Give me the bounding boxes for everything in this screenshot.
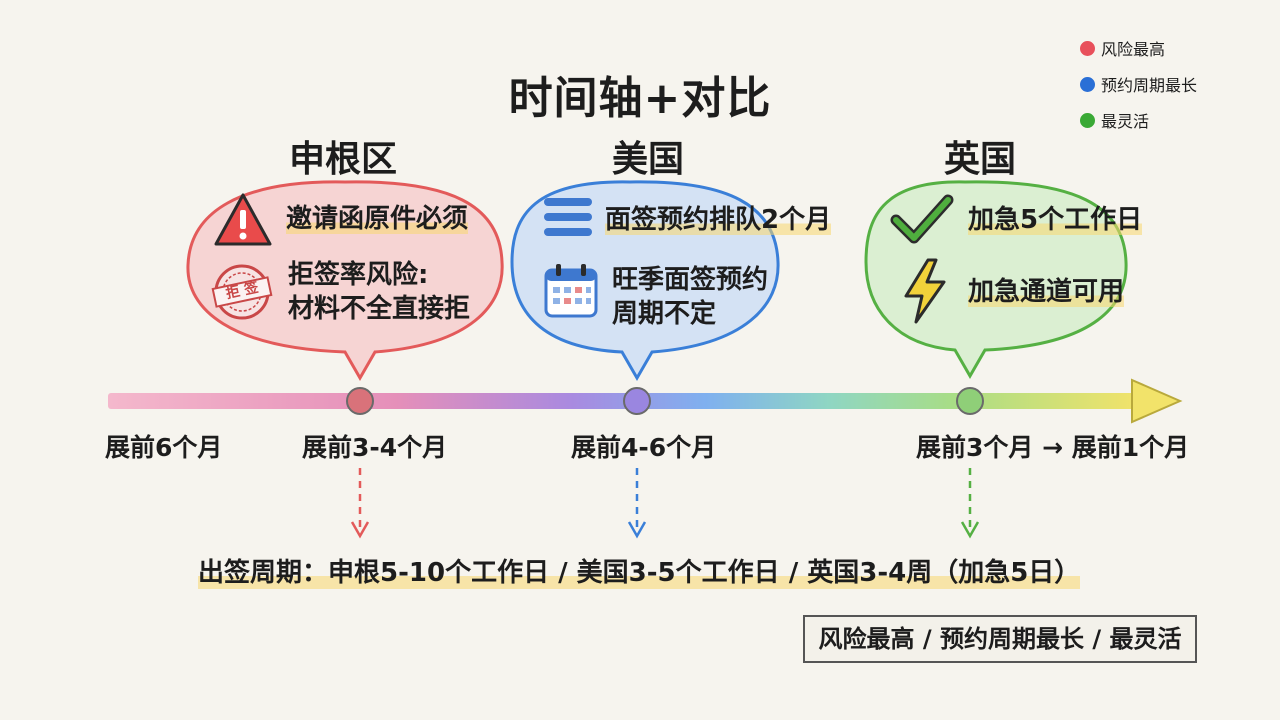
legend-label: 最灵活 [1101,112,1150,131]
timeline-tick-uk: 展前3个月 → 展前1个月 [916,433,1190,462]
column-title-usa: 美国 [611,139,684,180]
refusal-stamp-icon [210,262,273,322]
timeline-tick-schengen: 展前3-4个月 [302,433,448,462]
uk-item-1-line: 加急5个工作日 [968,205,1143,235]
legend-item-risk: 风险最高 [1080,30,1240,66]
legend-label: 风险最高 [1101,40,1166,59]
queue-lines-icon [540,193,600,253]
schengen-item-2: 拒签率风险: 材料不全直接拒 [288,258,470,326]
page-title: 时间轴+对比 [508,73,772,124]
legend: 风险最高 预约周期最长 最灵活 [1080,30,1240,138]
calendar-icon [542,262,602,322]
legend-item-booking: 预约周期最长 [1080,66,1240,102]
usa-item-2-line-1: 旺季面签预约 [612,265,769,295]
uk-item-2: 加急通道可用 [968,275,1125,309]
schengen-item-1: 邀请函原件必须 [286,202,469,236]
summary-box: 风险最高 / 预约周期最长 / 最灵活 [803,615,1197,663]
schengen-item-2-line-2: 材料不全直接拒 [288,294,471,324]
timeline-start-label: 展前6个月 [105,433,223,462]
column-title-schengen: 申根区 [288,139,397,180]
legend-dot-red [1080,40,1095,56]
visa-cycle-text: 出签周期：申根5-10个工作日 / 美国3-5个工作日 / 英国3-4周（加急5… [198,552,1081,589]
lightning-icon [902,258,962,324]
timeline-node-usa [623,387,651,415]
usa-item-2-line-2: 周期不定 [612,299,717,329]
timeline-node-uk [956,387,984,415]
timeline-arrowhead [1131,378,1183,424]
legend-dot-green [1080,112,1095,128]
schengen-item-2-line-1: 拒签率风险: [288,260,429,290]
warning-triangle-icon [213,192,273,252]
usa-item-1: 面签预约排队2个月 [605,203,832,237]
uk-item-1: 加急5个工作日 [968,203,1143,237]
uk-item-2-line: 加急通道可用 [968,277,1125,307]
legend-item-flexible: 最灵活 [1080,102,1240,138]
legend-dot-blue [1080,76,1095,92]
timeline-node-schengen [346,387,374,415]
schengen-item-1-line: 邀请函原件必须 [286,204,469,234]
usa-item-1-line: 面签预约排队2个月 [605,205,832,235]
usa-item-2: 旺季面签预约 周期不定 [612,263,768,331]
legend-label: 预约周期最长 [1101,76,1198,95]
column-title-uk: 英国 [943,139,1016,180]
timeline-tick-usa: 展前4-6个月 [571,433,717,462]
checkmark-icon [890,192,954,252]
